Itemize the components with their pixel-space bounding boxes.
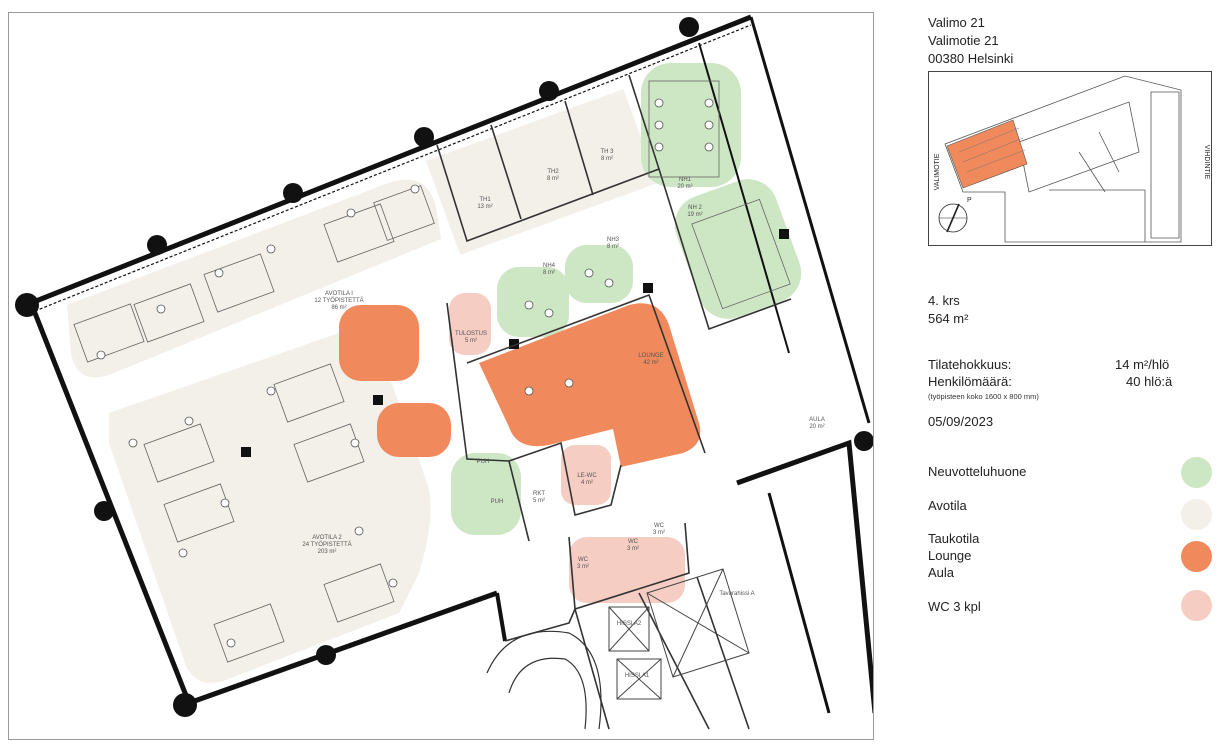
label-avotila2-desc: 24 TYÖPISTETTÄ	[302, 541, 351, 548]
label-nh1-area: 20 m²	[677, 184, 692, 190]
zone-lounge	[479, 303, 701, 467]
legend-label-avotila: Avotila	[928, 498, 967, 513]
date-label: 05/09/2023	[928, 414, 994, 429]
label-nh3-area: 8 m²	[607, 244, 619, 250]
label-nh1: NH1	[679, 177, 692, 183]
label-tulostus: TULOSTUS	[455, 331, 487, 337]
address-line-2: Valimotie 21	[928, 33, 999, 48]
legend-swatch-wc	[1181, 590, 1212, 621]
label-nh2: NH 2	[688, 205, 702, 211]
label-tulostus-area: 5 m²	[465, 338, 477, 344]
keyplan-highlight	[946, 119, 1028, 189]
people-value: 40 hlö:ä	[1126, 374, 1173, 389]
zone-nh1	[641, 63, 741, 187]
label-th2: TH2	[547, 169, 559, 175]
label-th3-area: 8 m²	[601, 156, 613, 162]
label-avotila1-area: 86 m²	[331, 305, 346, 311]
zone-sofa	[339, 305, 419, 381]
legend-swatch-neuvotteluhuone	[1181, 457, 1212, 488]
label-avotila2-name: AVOTILA 2	[312, 535, 342, 541]
address-line-1: Valimo 21	[928, 15, 985, 30]
label-nh4: NH4	[543, 263, 556, 269]
floor-plan-drawing: AVOTILA I 12 TYÖPISTETTÄ 86 m² AVOTILA 2…	[15, 14, 873, 730]
compass-label: P	[967, 197, 972, 204]
zone-sofa-2	[377, 403, 451, 457]
label-th1: TH1	[479, 197, 491, 203]
people-label: Henkilömäärä:	[928, 374, 1012, 389]
floor-plan: AVOTILA I 12 TYÖPISTETTÄ 86 m² AVOTILA 2…	[8, 12, 874, 740]
zone-wc	[569, 537, 685, 603]
zone-nh2	[674, 179, 802, 319]
address-line-3: 00380 Helsinki	[928, 51, 1014, 66]
zone-le-wc	[561, 445, 611, 505]
columns	[15, 17, 873, 717]
density-label: Tilatehokkuus:	[928, 357, 1012, 372]
label-puh-1: PUH	[477, 459, 490, 465]
label-avotila2-area: 203 m²	[318, 549, 337, 555]
label-wc-3: WC	[654, 523, 665, 529]
legend-label-taukotila: Taukotila Lounge Aula	[928, 531, 980, 580]
zone-nh4	[497, 267, 569, 337]
spiral-stair	[486, 630, 602, 730]
label-wc-2: WC	[628, 539, 639, 545]
zone-avotila-1	[67, 179, 441, 378]
zone-avotila-2	[109, 331, 431, 683]
label-nh3: NH3	[607, 237, 620, 243]
chairs	[96, 98, 714, 648]
density-value: 14 m²/hlö	[1115, 357, 1170, 372]
label-le-wc-area: 4 m²	[581, 480, 593, 486]
label-aula-area: 20 m²	[809, 424, 824, 430]
compass-icon	[938, 203, 968, 233]
label-nh4-area: 8 m²	[543, 270, 555, 276]
label-tavarahissi: Tavarahissi A	[719, 591, 754, 597]
key-plan-drawing: VALIMOTIE VIHDINTIE P	[934, 75, 1210, 243]
label-rkt-area: 5 m²	[533, 498, 545, 504]
zone-puh	[451, 453, 521, 535]
label-hissi-a2: HISSI A2	[617, 621, 642, 627]
legend-label-wc: WC 3 kpl	[928, 599, 981, 614]
elevators	[608, 568, 750, 700]
label-puh-2: PUH	[491, 499, 504, 505]
label-wc-1: WC	[578, 557, 589, 563]
people-note: (työpisteen koko 1600 x 800 mm)	[928, 392, 1039, 401]
legend-swatch-avotila	[1181, 499, 1212, 530]
area-label: 564 m²	[928, 311, 969, 326]
zone-nh3	[565, 245, 633, 303]
label-wc-3-area: 3 m²	[653, 530, 665, 536]
label-hissi-a1: HISSI A1	[625, 673, 650, 679]
label-avotila1-name: AVOTILA I	[325, 291, 353, 297]
keyplan-street-left: VALIMOTIE	[934, 153, 941, 190]
label-lounge: LOUNGE	[638, 353, 663, 359]
keyplan-street-right: VIHDINTIE	[1203, 145, 1210, 180]
label-th2-area: 8 m²	[547, 176, 559, 182]
label-avotila1-desc: 12 TYÖPISTETTÄ	[314, 297, 363, 304]
outer-walls	[28, 14, 873, 714]
label-lounge-area: 42 m²	[643, 360, 658, 366]
label-th3: TH 3	[600, 149, 614, 155]
label-rkt: RKT	[533, 491, 545, 497]
label-wc-1-area: 3 m²	[577, 564, 589, 570]
legend-swatch-taukotila	[1181, 541, 1212, 572]
label-th1-area: 13 m²	[477, 204, 492, 210]
label-nh2-area: 19 m²	[687, 212, 702, 218]
label-wc-2-area: 3 m²	[627, 546, 639, 552]
label-le-wc: LE-WC	[577, 473, 597, 479]
zone-tulostus	[449, 293, 491, 355]
room-labels: AVOTILA I 12 TYÖPISTETTÄ 86 m² AVOTILA 2…	[302, 149, 824, 679]
key-plan: VALIMOTIE VIHDINTIE P	[928, 71, 1212, 246]
label-aula: AULA	[809, 417, 825, 423]
zone-th	[426, 89, 658, 255]
floor-label: 4. krs	[928, 293, 960, 308]
legend-label-neuvotteluhuone: Neuvotteluhuone	[928, 464, 1027, 479]
info-panel: Valimo 21 Valimotie 21 00380 Helsinki	[928, 14, 1228, 68]
